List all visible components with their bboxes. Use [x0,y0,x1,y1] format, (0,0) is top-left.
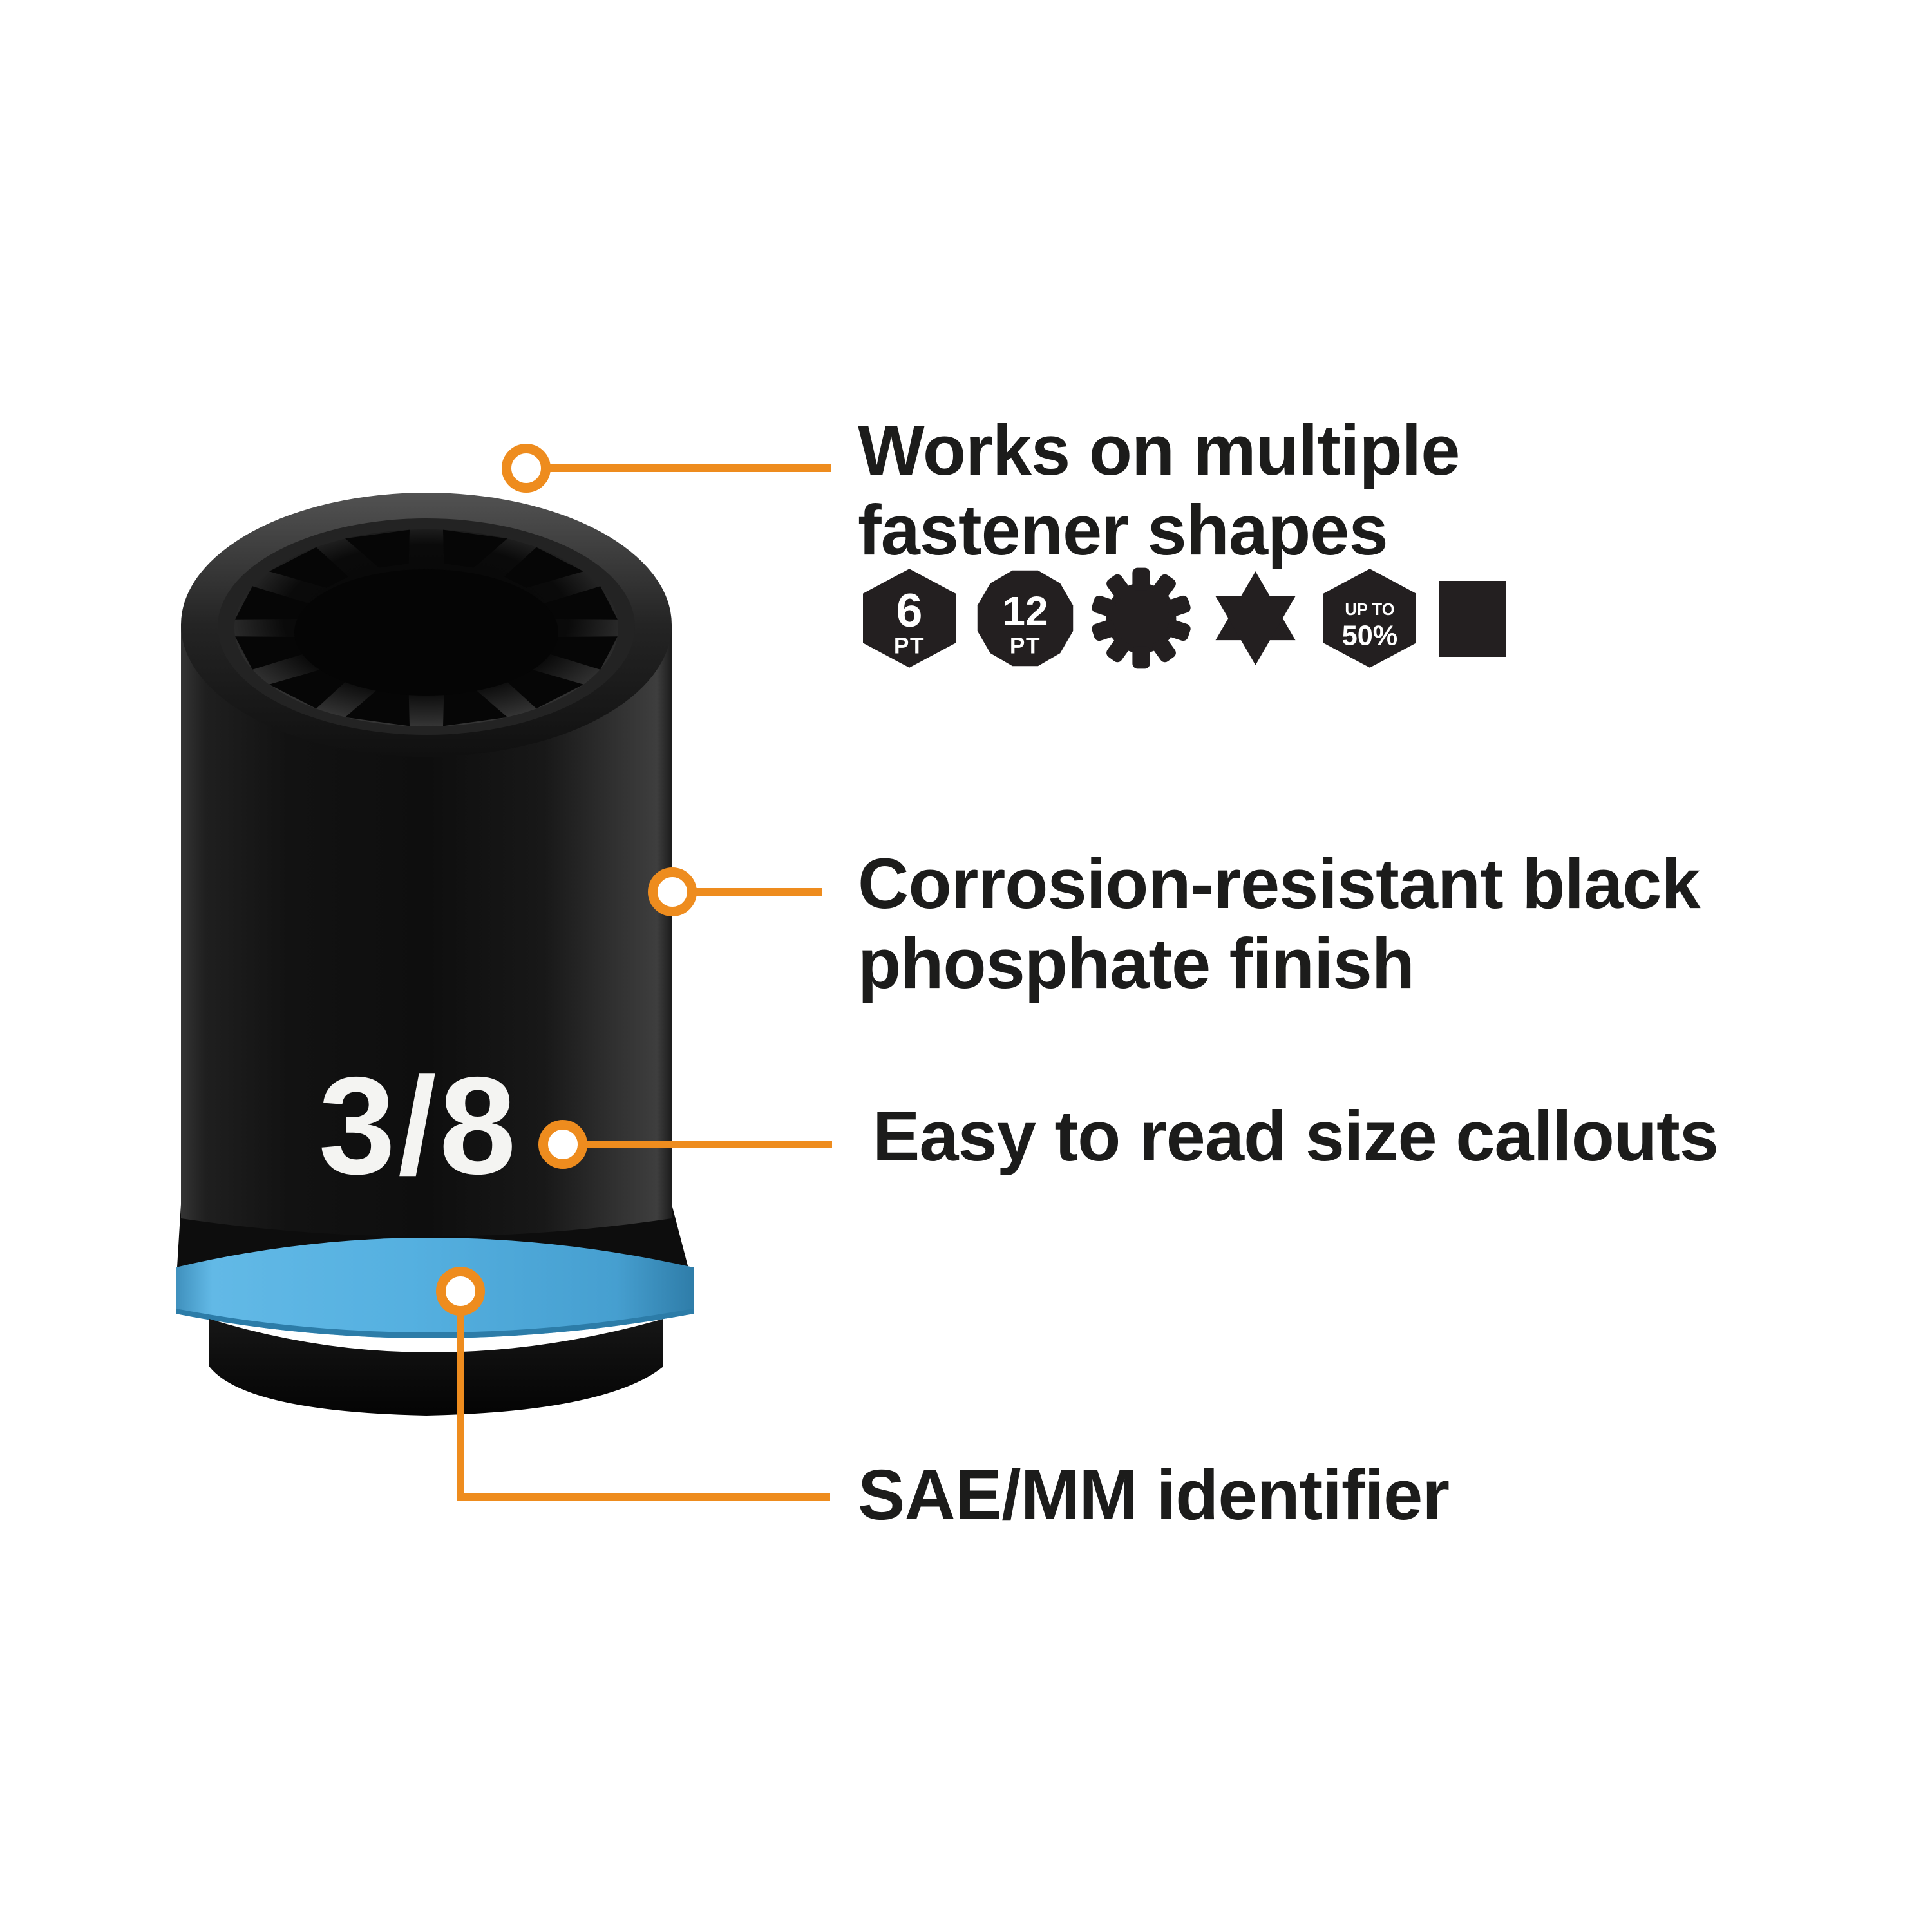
hex-6pt-label-top: 6 [896,583,923,637]
callout-finish-line1: Corrosion-resistant black [858,844,1701,923]
leader-line-fastener-shapes [544,464,831,472]
hex-6pt-label-bottom: PT [894,633,925,658]
leader-line-size-callouts [581,1141,832,1148]
double-hex-12pt-label-top: 12 [1002,588,1048,634]
callout-fastener-shapes: Works on multiple fastener shapes [858,411,1460,571]
fastener-shape-icon-row: 6 PT 12 PT UP TO 50% [858,565,1511,671]
square-icon [1439,581,1506,657]
socket-size-label: 3/8 [319,1048,519,1203]
leader-line-sae-mm-vertical [457,1311,464,1501]
rounded-up-to-50-icon: UP TO 50% [1323,569,1416,668]
leader-dot-fastener-shapes [502,444,551,493]
socket-bore [294,569,558,696]
double-hex-12pt-label-bottom: PT [1010,633,1041,658]
callout-size-callouts-line1: Easy to read size callouts [873,1097,1719,1176]
socket-body [181,625,672,1236]
rounded-up-to-50-label-bottom: 50% [1342,621,1397,652]
leader-dot-finish [648,867,697,916]
callout-fastener-shapes-line1: Works on multiple [858,411,1460,490]
callout-finish: Corrosion-resistant black phosphate fini… [858,844,1701,1004]
spline-icon [1092,567,1191,669]
callout-sae-mm-line1: SAE/MM identifier [858,1455,1450,1535]
impact-socket-illustration: 3/8 [176,493,694,1416]
identifier-band-shadow [176,1309,694,1338]
callout-finish-line2: phosphate finish [858,924,1415,1003]
leader-dot-size-callouts [538,1120,587,1169]
leader-dot-sae-mm [436,1267,485,1316]
torx-star-icon [1215,571,1296,665]
callout-fastener-shapes-line2: fastener shapes [858,491,1388,570]
spline-teeth [235,529,618,726]
callout-size-callouts: Easy to read size callouts [873,1097,1719,1177]
rounded-up-to-50-label-top: UP TO [1345,601,1394,619]
identifier-band [176,1238,694,1338]
double-hex-12pt-icon: 12 PT [977,570,1074,667]
hex-6pt-icon: 6 PT [863,569,956,668]
leader-line-sae-mm-horizontal [457,1493,830,1501]
socket-base [209,1319,663,1416]
leader-line-finish [690,888,822,896]
callout-sae-mm: SAE/MM identifier [858,1455,1450,1535]
